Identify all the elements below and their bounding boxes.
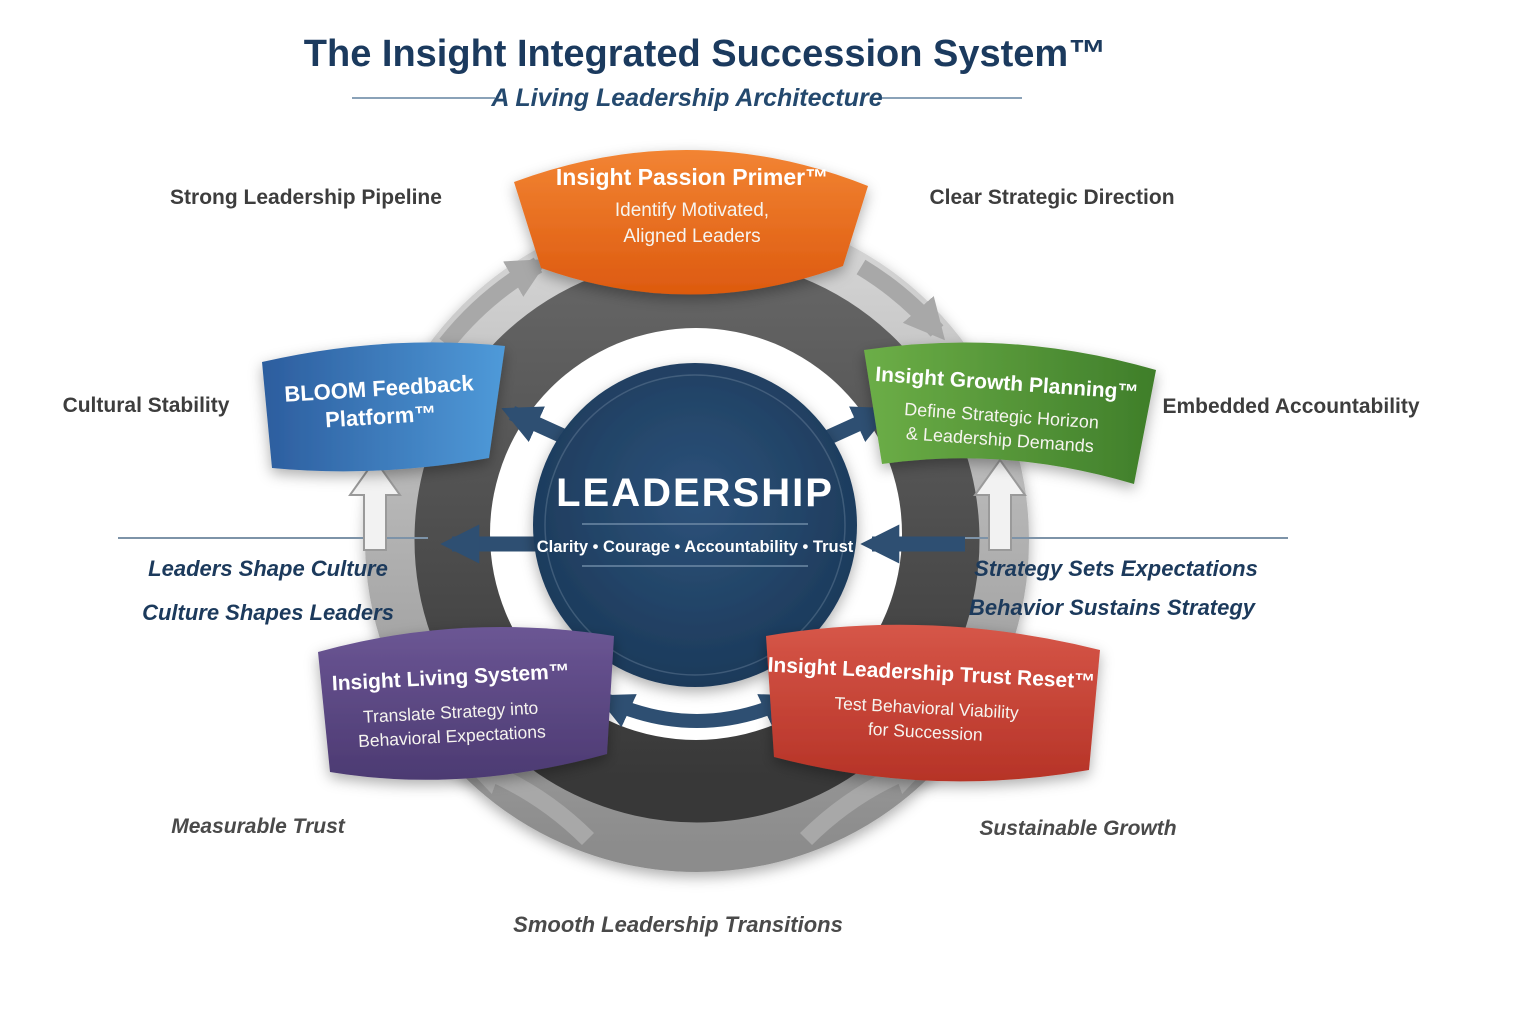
segment-trust-reset-banner: [766, 624, 1100, 782]
label-sustainable-growth: Sustainable Growth: [979, 817, 1176, 840]
phrase-behavior-sustains-strategy: Behavior Sustains Strategy: [969, 595, 1257, 620]
label-strong-leadership-pipeline: Strong Leadership Pipeline: [170, 186, 442, 209]
label-cultural-stability: Cultural Stability: [63, 394, 230, 417]
label-clear-strategic-direction: Clear Strategic Direction: [929, 186, 1174, 209]
segment-trust-reset: Insight Leadership Trust Reset™ Test Beh…: [766, 624, 1100, 782]
segment-passion-primer: Insight Passion Primer™ Identify Motivat…: [514, 149, 868, 295]
label-embedded-accountability: Embedded Accountability: [1162, 395, 1419, 418]
up-arrow-right-icon: [973, 458, 1027, 551]
phrase-culture-shapes-leaders: Culture Shapes Leaders: [142, 600, 394, 625]
leadership-hub-inner-ring: [544, 374, 846, 676]
segment-growth-planning-banner: [864, 342, 1156, 484]
segment-bloom-feedback-banner: [262, 342, 505, 472]
phrase-leaders-shape-culture: Leaders Shape Culture: [148, 556, 388, 581]
segment-bloom-feedback: BLOOM Feedback Platform™: [262, 342, 505, 472]
page-title: The Insight Integrated Succession System…: [304, 33, 1106, 75]
connector-arrow-upper-right-icon: [825, 406, 893, 444]
segment-passion-primer-body2: Aligned Leaders: [623, 226, 760, 247]
ring-arrow-top-left-icon: [439, 257, 549, 350]
connector-arrow-upper-left-icon: [501, 406, 569, 444]
segment-passion-primer-banner: [514, 149, 868, 295]
page-subtitle: A Living Leadership Architecture: [490, 84, 882, 112]
segment-living-system-banner: [318, 627, 614, 780]
segment-growth-planning: Insight Growth Planning™ Define Strategi…: [864, 342, 1156, 484]
up-arrow-left-icon: [348, 458, 402, 551]
label-smooth-leadership-transitions: Smooth Leadership Transitions: [513, 912, 843, 937]
ring-arrow-top-right-icon: [856, 259, 946, 341]
phrase-strategy-sets-expectations: Strategy Sets Expectations: [974, 556, 1258, 581]
leadership-tagline: Clarity • Courage • Accountability • Tru…: [537, 538, 854, 556]
leadership-hub-circle: [533, 363, 857, 687]
label-measurable-trust: Measurable Trust: [171, 815, 346, 838]
segment-passion-primer-title: Insight Passion Primer™: [556, 164, 828, 190]
segment-passion-primer-body1: Identify Motivated,: [615, 200, 769, 221]
segment-living-system: Insight Living System™ Translate Strateg…: [318, 627, 614, 780]
connector-arrow-bottom-icon: [596, 693, 798, 728]
leadership-title: LEADERSHIP: [556, 471, 834, 515]
